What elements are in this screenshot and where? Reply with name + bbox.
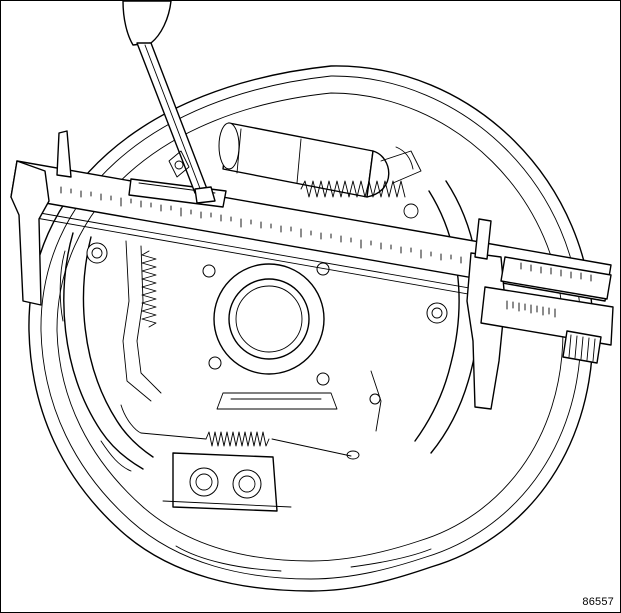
hub: [202, 262, 338, 410]
left-hold-spring: [141, 250, 157, 328]
lower-return-spring: [120, 404, 360, 460]
wheel-cylinder: [218, 122, 422, 198]
adjuster-lever: [168, 150, 190, 178]
upper-return-spring: [300, 180, 419, 219]
brake-shoe-right: [369, 180, 481, 454]
vernier-caliper: [10, 130, 614, 410]
figure-number: 86557: [582, 596, 614, 608]
screwdriver: [122, 1, 216, 204]
anchor-block: [162, 452, 292, 512]
brake-shoe-left: [59, 232, 162, 472]
